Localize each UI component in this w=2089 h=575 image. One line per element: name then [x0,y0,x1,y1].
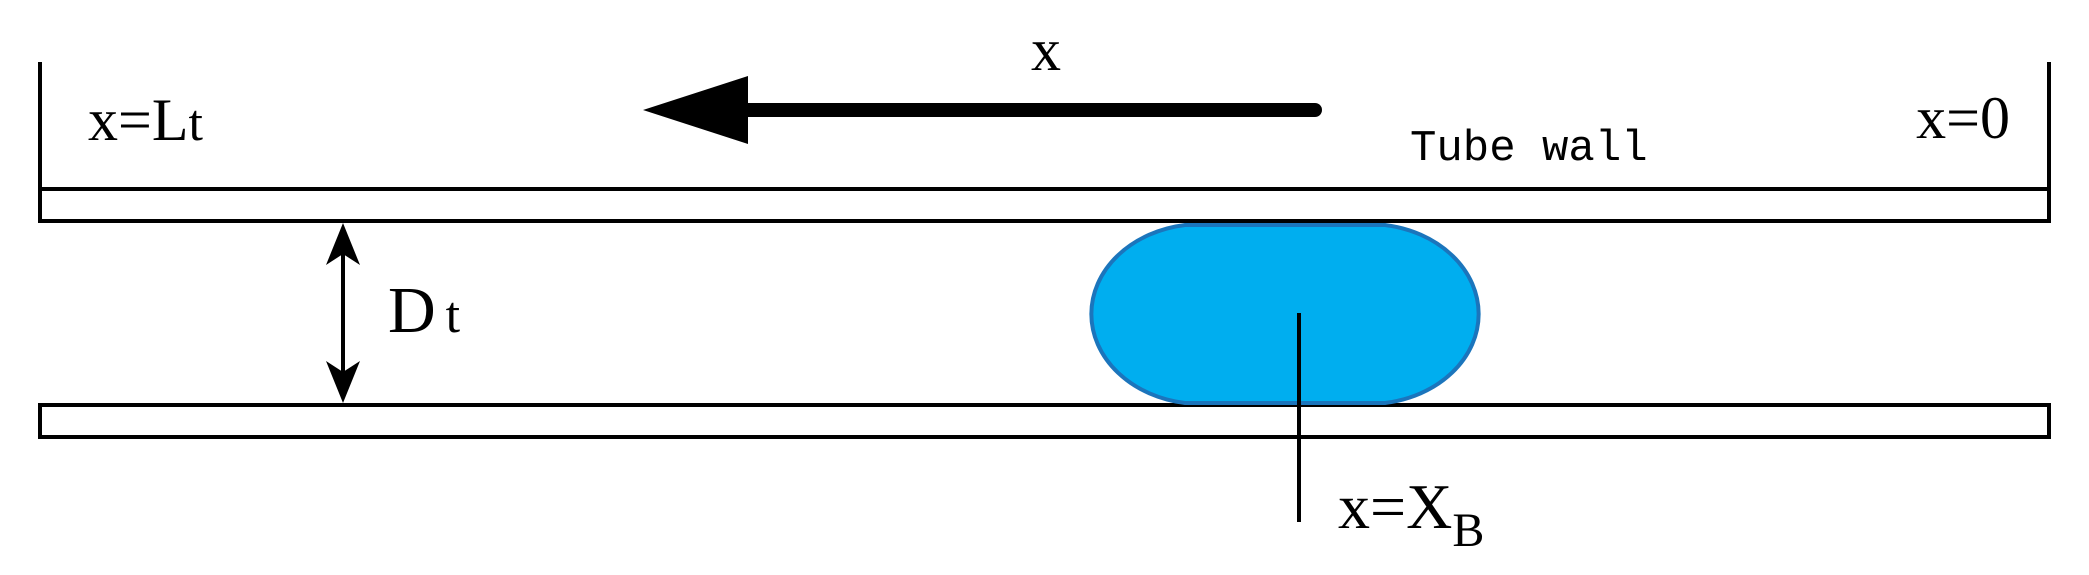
bubble [1089,223,1481,405]
diameter-arrow-bottom-head [326,361,360,403]
top-tube-wall [38,187,2051,223]
bottom-tube-wall [38,403,2051,439]
diameter-arrow-top-head [326,223,360,265]
tube-wall-label: Tube wall [1410,124,1648,174]
x-axis-label: x [1031,17,1061,83]
right-end-label: x=0 [1916,85,2010,151]
bubble-position-label: x=XB [1338,471,1484,557]
x-direction-arrow-head [643,76,748,144]
diameter-label-sub: t [446,287,461,344]
left-end-label-sub: t [189,95,204,152]
bubble-position-label-sub: B [1452,504,1484,557]
left-end-label: x=Lt [88,87,204,153]
